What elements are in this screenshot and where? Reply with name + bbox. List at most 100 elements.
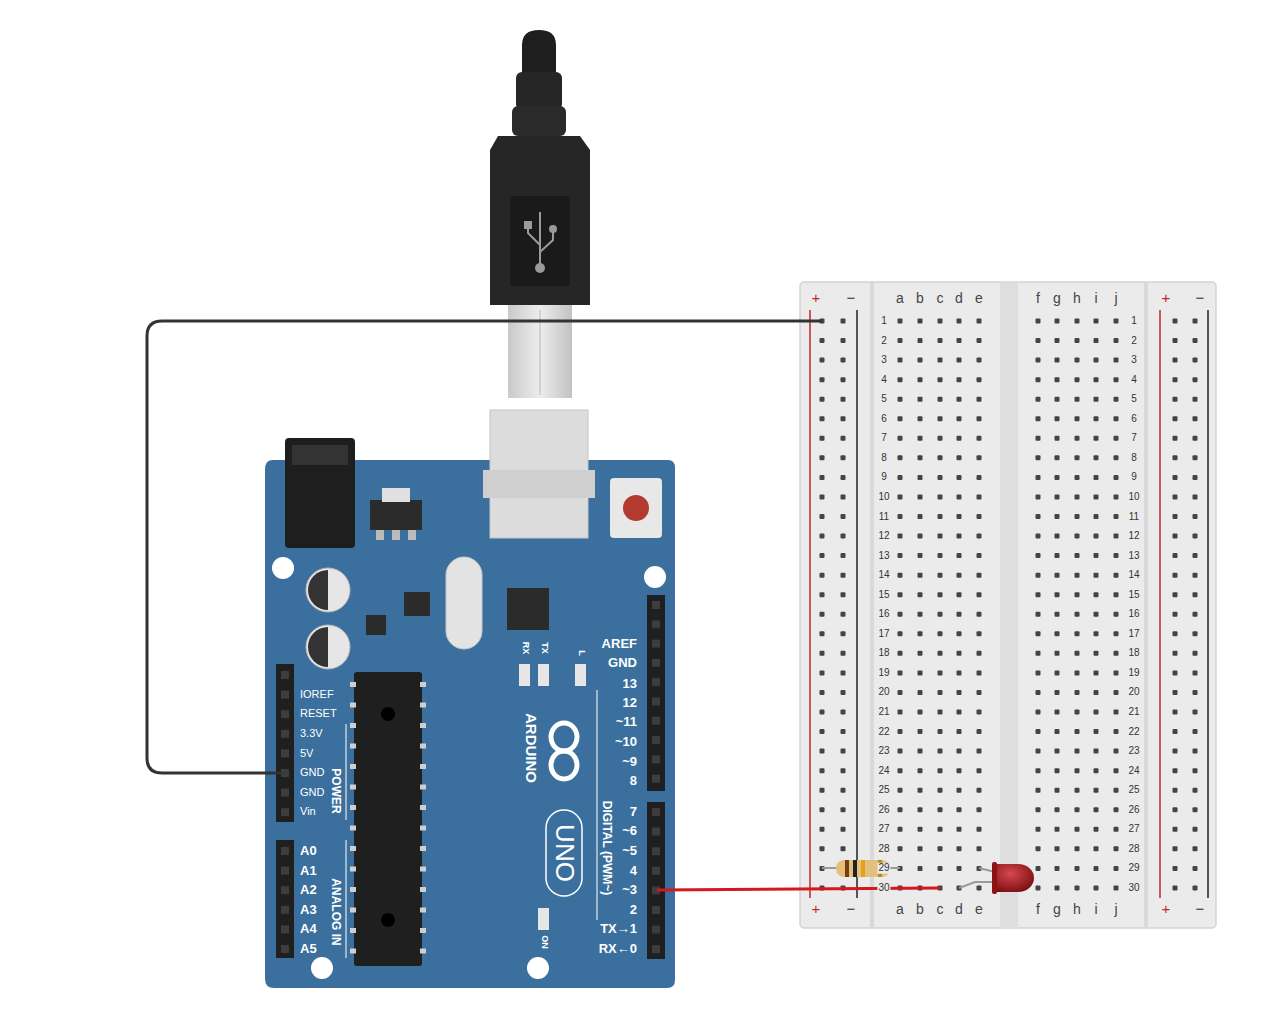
breadboard-hole <box>1094 827 1099 832</box>
chip-pin <box>350 785 356 790</box>
breadboard-hole <box>977 885 982 890</box>
breadboard-hole <box>1193 846 1198 851</box>
pin-label: ~5 <box>622 844 637 858</box>
breadboard-hole <box>1075 534 1080 539</box>
breadboard-hole <box>1094 338 1099 343</box>
breadboard <box>800 282 1216 928</box>
breadboard-hole <box>1094 514 1099 519</box>
breadboard-hole <box>957 827 962 832</box>
breadboard-hole <box>1075 749 1080 754</box>
breadboard-column-label: b <box>915 902 925 917</box>
breadboard-hole <box>977 416 982 421</box>
breadboard-hole <box>1036 534 1041 539</box>
breadboard-hole <box>820 592 825 597</box>
breadboard-column-label: − <box>1195 901 1206 917</box>
row-number: 2 <box>880 335 888 346</box>
breadboard-hole <box>1193 455 1198 460</box>
row-number: 14 <box>877 570 890 581</box>
breadboard-hole <box>820 573 825 578</box>
breadboard-hole <box>898 475 903 480</box>
row-number: 13 <box>1127 550 1140 561</box>
breadboard-hole <box>918 807 923 812</box>
breadboard-hole <box>977 358 982 363</box>
breadboard-hole <box>977 338 982 343</box>
breadboard-hole <box>918 455 923 460</box>
breadboard-hole <box>977 631 982 636</box>
breadboard-hole <box>1094 788 1099 793</box>
breadboard-hole <box>957 866 962 871</box>
breadboard-hole <box>841 416 846 421</box>
breadboard-hole <box>1075 710 1080 715</box>
breadboard-hole <box>957 553 962 558</box>
breadboard-hole <box>1036 494 1041 499</box>
breadboard-hole <box>977 397 982 402</box>
breadboard-hole <box>957 749 962 754</box>
breadboard-hole <box>1114 670 1119 675</box>
breadboard-hole <box>898 768 903 773</box>
breadboard-hole <box>1036 475 1041 480</box>
row-number: 4 <box>880 374 888 385</box>
breadboard-hole <box>1094 866 1099 871</box>
row-number: 21 <box>877 707 890 718</box>
breadboard-hole <box>938 455 943 460</box>
breadboard-hole <box>820 807 825 812</box>
breadboard-hole <box>1173 475 1178 480</box>
breadboard-hole <box>898 631 903 636</box>
breadboard-hole <box>1114 807 1119 812</box>
breadboard-hole <box>1173 885 1178 890</box>
breadboard-hole <box>1036 416 1041 421</box>
breadboard-hole <box>1114 514 1119 519</box>
breadboard-hole <box>1055 475 1060 480</box>
breadboard-hole <box>957 690 962 695</box>
breadboard-hole <box>977 827 982 832</box>
row-number: 26 <box>1127 805 1140 816</box>
row-number: 25 <box>1127 785 1140 796</box>
row-number: 3 <box>1130 355 1138 366</box>
breadboard-hole <box>820 514 825 519</box>
pin-label: TX→1 <box>600 922 637 936</box>
breadboard-hole <box>820 553 825 558</box>
header-pin <box>652 808 660 816</box>
breadboard-hole <box>898 749 903 754</box>
header-pin <box>281 906 289 914</box>
row-number: 2 <box>1130 335 1138 346</box>
breadboard-hole <box>898 319 903 324</box>
led-symbol <box>959 862 1034 894</box>
breadboard-hole <box>1173 377 1178 382</box>
breadboard-hole <box>1173 710 1178 715</box>
breadboard-hole <box>841 749 846 754</box>
pin-label: A3 <box>300 903 317 917</box>
breadboard-hole <box>1036 397 1041 402</box>
breadboard-hole <box>1173 827 1178 832</box>
header-pin <box>281 769 289 777</box>
breadboard-hole <box>1055 885 1060 890</box>
breadboard-hole <box>1094 455 1099 460</box>
breadboard-hole <box>977 749 982 754</box>
breadboard-hole <box>898 592 903 597</box>
breadboard-hole <box>841 592 846 597</box>
breadboard-hole <box>841 807 846 812</box>
breadboard-hole <box>1094 729 1099 734</box>
breadboard-hole <box>1036 455 1041 460</box>
breadboard-hole <box>1075 866 1080 871</box>
breadboard-hole <box>1173 436 1178 441</box>
breadboard-hole <box>977 729 982 734</box>
breadboard-hole <box>918 788 923 793</box>
breadboard-hole <box>1193 670 1198 675</box>
breadboard-hole <box>1075 475 1080 480</box>
breadboard-hole <box>957 729 962 734</box>
row-number: 29 <box>1127 863 1140 874</box>
breadboard-hole <box>898 397 903 402</box>
pin-label: 7 <box>630 805 637 819</box>
breadboard-hole <box>1055 807 1060 812</box>
breadboard-hole <box>1114 651 1119 656</box>
header-pin <box>652 926 660 934</box>
row-number: 20 <box>1127 687 1140 698</box>
breadboard-hole <box>1114 885 1119 890</box>
breadboard-hole <box>1036 846 1041 851</box>
breadboard-hole <box>1094 631 1099 636</box>
breadboard-hole <box>1114 416 1119 421</box>
header-pin <box>281 945 289 953</box>
breadboard-hole <box>938 788 943 793</box>
breadboard-hole <box>977 494 982 499</box>
